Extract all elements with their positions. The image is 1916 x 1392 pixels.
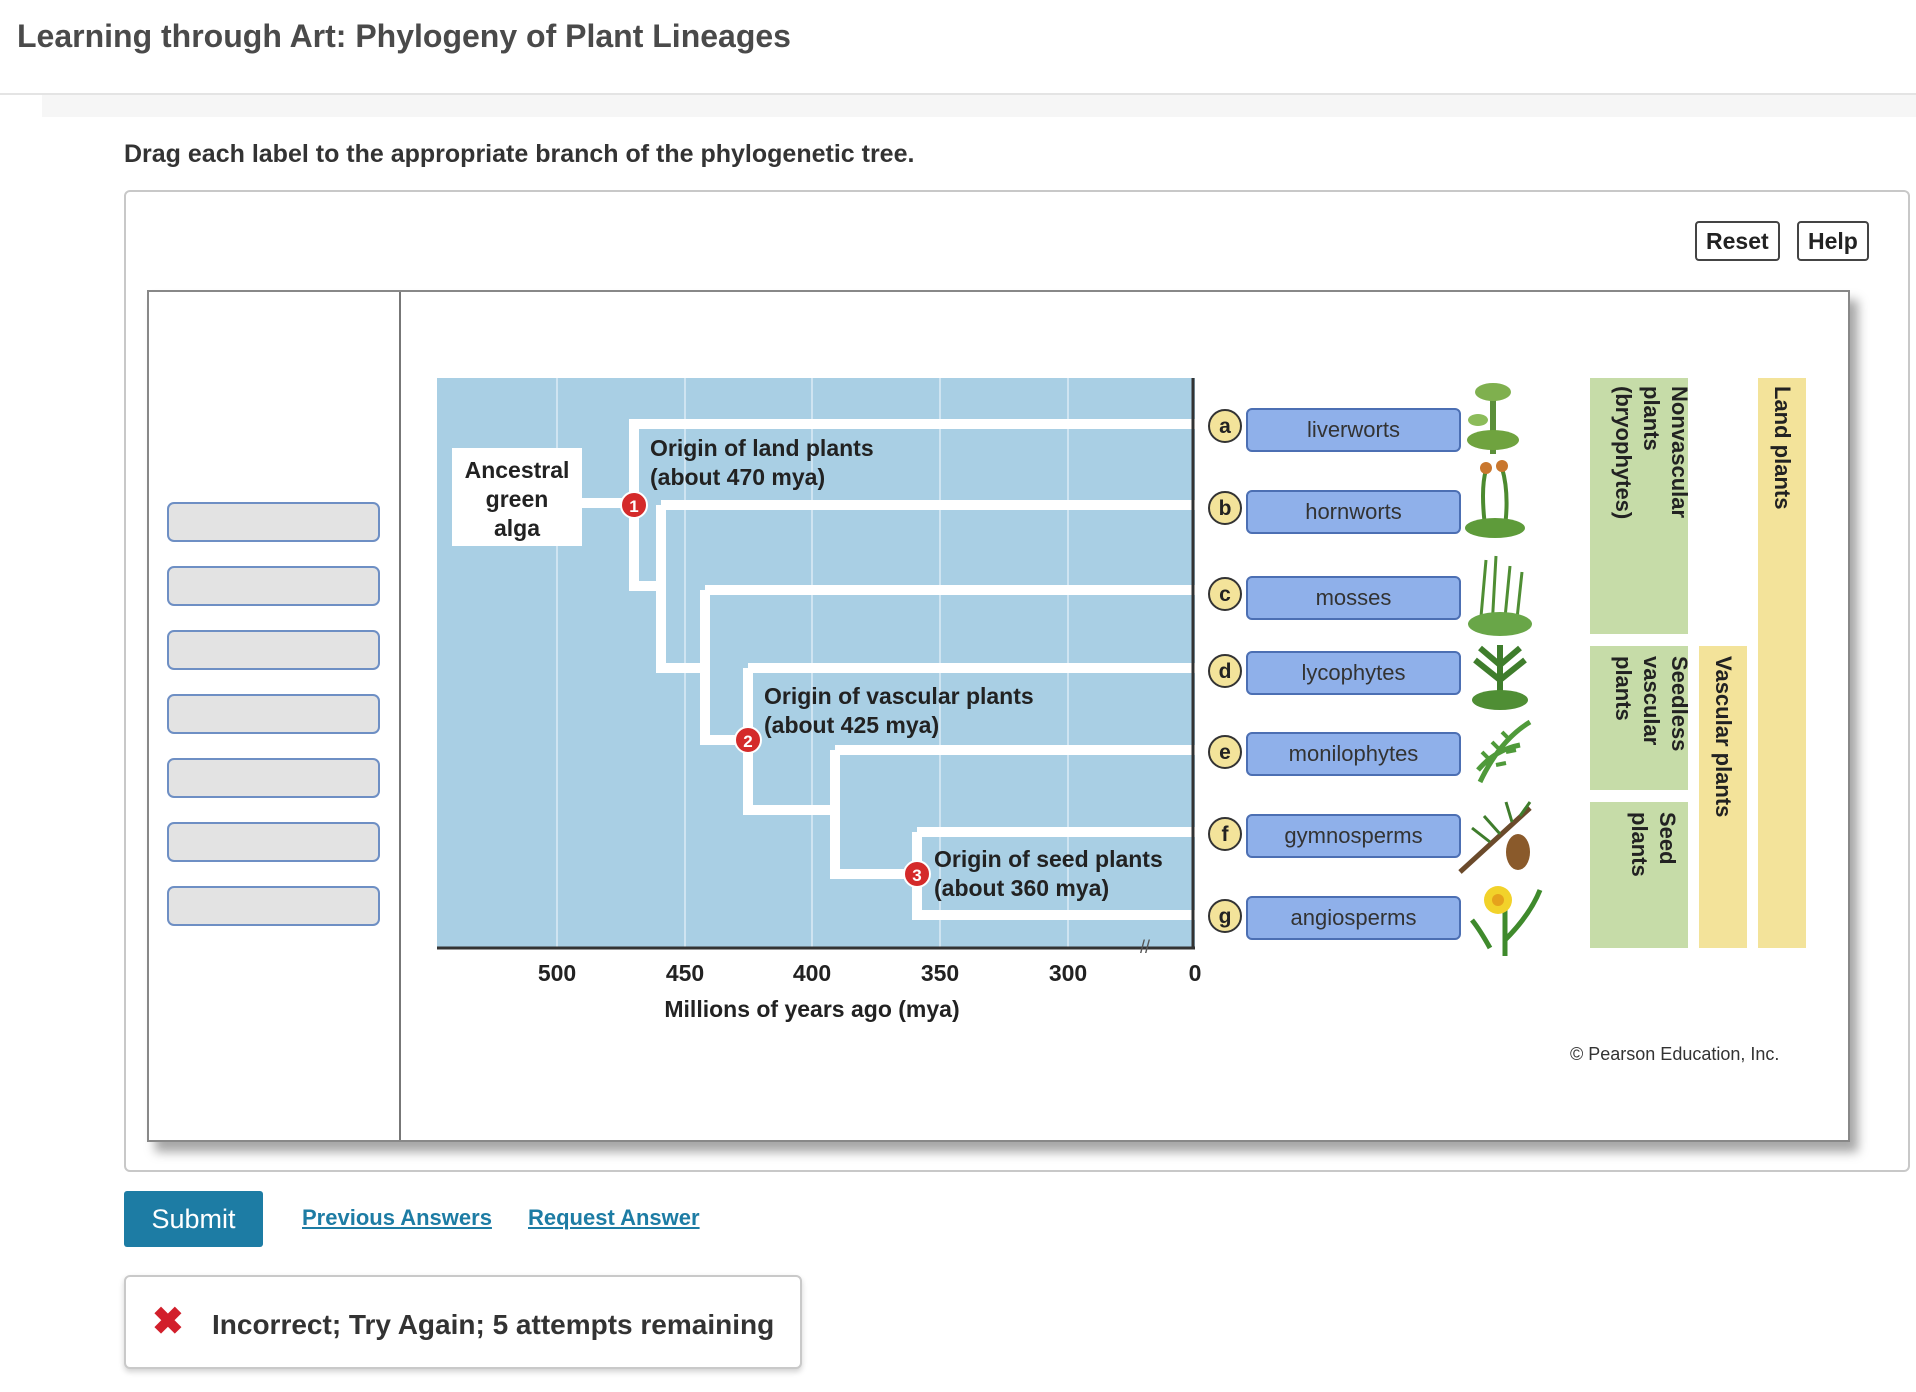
feedback-message: Incorrect; Try Again; 5 attempts remaini… [212, 1309, 775, 1340]
drop-target-e[interactable]: monilophytes [1246, 732, 1461, 776]
page-title: Learning through Art: Phylogeny of Plant… [17, 18, 791, 54]
vascular-plants-label: Vascular plants [1711, 656, 1736, 817]
event-marker-1-number: 1 [629, 497, 638, 516]
event-labels: Origin of land plants (about 470 mya) Or… [650, 435, 1163, 901]
draggable-label-5[interactable] [167, 758, 380, 798]
drop-target-c[interactable]: mosses [1246, 576, 1461, 620]
branch-letter-d: d [1219, 660, 1232, 683]
nonvascular-label-line: Nonvascular [1667, 386, 1692, 518]
branch-letter-c: c [1219, 583, 1231, 606]
copyright-notice: © Pearson Education, Inc. [1570, 1044, 1779, 1064]
monilophyte-icon [1476, 719, 1532, 784]
submit-button[interactable]: Submit [124, 1191, 263, 1247]
hornwort-icon [1465, 460, 1525, 538]
event-3-line: (about 360 mya) [934, 875, 1109, 901]
seedless-label-line: Seedless [1667, 656, 1692, 751]
tick-label: 300 [1049, 960, 1087, 986]
nonvascular-label-line: (bryophytes) [1611, 386, 1636, 519]
event-1-line: Origin of land plants [650, 435, 874, 461]
event-markers: 1 2 3 [620, 491, 931, 888]
branch-letter-b: b [1219, 497, 1232, 520]
gymnosperm-icon [1458, 801, 1532, 874]
ancestor-line: alga [494, 515, 540, 541]
draggable-label-2[interactable] [167, 566, 380, 606]
branch-letter-a: a [1219, 415, 1231, 438]
seedless-vascular-group-bar [1590, 646, 1688, 790]
event-3-line: Origin of seed plants [934, 846, 1163, 872]
lycophyte-icon [1472, 645, 1528, 710]
liverwort-icon [1467, 383, 1519, 454]
nonvascular-label-line: plants [1639, 386, 1664, 451]
vascular-plants-group-bar [1699, 646, 1747, 948]
branch-letter-g: g [1219, 905, 1232, 928]
land-plants-group-bar [1758, 378, 1806, 948]
tick-label: 450 [666, 960, 704, 986]
axis-break: // [1140, 937, 1150, 957]
x-axis-label: Millions of years ago (mya) [664, 996, 959, 1022]
plant-illustrations [1458, 383, 1543, 956]
draggable-label-7[interactable] [167, 886, 380, 926]
ancestor-line: green [486, 486, 549, 512]
draggable-label-4[interactable] [167, 694, 380, 734]
angiosperm-icon [1470, 886, 1543, 956]
subheader-band [42, 95, 1916, 117]
draggable-label-6[interactable] [167, 822, 380, 862]
seed-label-line: Seed [1655, 812, 1680, 865]
title-divider [0, 93, 1916, 95]
branch-letters: a b c d e f g [1208, 409, 1242, 933]
drop-target-d[interactable]: lycophytes [1246, 651, 1461, 695]
ancestor-label: Ancestral green alga [465, 457, 570, 541]
branch-letter-f: f [1222, 823, 1230, 846]
drop-target-a[interactable]: liverworts [1246, 408, 1461, 452]
event-1-line: (about 470 mya) [650, 464, 825, 490]
tick-label: 500 [538, 960, 576, 986]
seed-plants-group-bar [1590, 802, 1688, 948]
event-marker-3 [903, 860, 931, 888]
previous-answers-link[interactable]: Previous Answers [302, 1205, 492, 1230]
instruction-text: Drag each label to the appropriate branc… [124, 140, 915, 168]
drop-target-b[interactable]: hornworts [1246, 490, 1461, 534]
drop-target-f[interactable]: gymnosperms [1246, 814, 1461, 858]
tick-label: 350 [921, 960, 959, 986]
tick-label: 400 [793, 960, 831, 986]
event-marker-1 [620, 491, 648, 519]
event-2-line: Origin of vascular plants [764, 683, 1034, 709]
ancestor-box [452, 448, 582, 546]
x-axis-ticks: 500 450 400 350 300 0 [538, 960, 1202, 986]
group-labels: Nonvascular plants (bryophytes) Seedless… [1611, 386, 1795, 877]
feedback-box: ✖ Incorrect; Try Again; 5 attempts remai… [124, 1275, 802, 1369]
moss-icon [1468, 555, 1532, 636]
tick-label: 0 [1189, 960, 1202, 986]
help-button[interactable]: Help [1797, 221, 1869, 261]
drop-target-g[interactable]: angiosperms [1246, 896, 1461, 940]
event-marker-2 [734, 726, 762, 754]
seedless-label-line: plants [1611, 656, 1636, 721]
close-icon: ✖ [152, 1301, 184, 1343]
ancestor-line: Ancestral [465, 457, 570, 483]
reset-button[interactable]: Reset [1695, 221, 1780, 261]
event-marker-2-number: 2 [743, 732, 752, 751]
event-marker-3-number: 3 [912, 866, 921, 885]
branch-letter-e: e [1219, 741, 1231, 764]
request-answer-link[interactable]: Request Answer [528, 1205, 700, 1230]
draggable-label-3[interactable] [167, 630, 380, 670]
land-plants-label: Land plants [1770, 386, 1795, 509]
event-2-line: (about 425 mya) [764, 712, 939, 738]
nonvascular-group-bar [1590, 378, 1688, 634]
seed-label-line: plants [1627, 812, 1652, 877]
seedless-label-line: vascular [1639, 656, 1664, 746]
label-bank [149, 292, 401, 1140]
draggable-label-1[interactable] [167, 502, 380, 542]
